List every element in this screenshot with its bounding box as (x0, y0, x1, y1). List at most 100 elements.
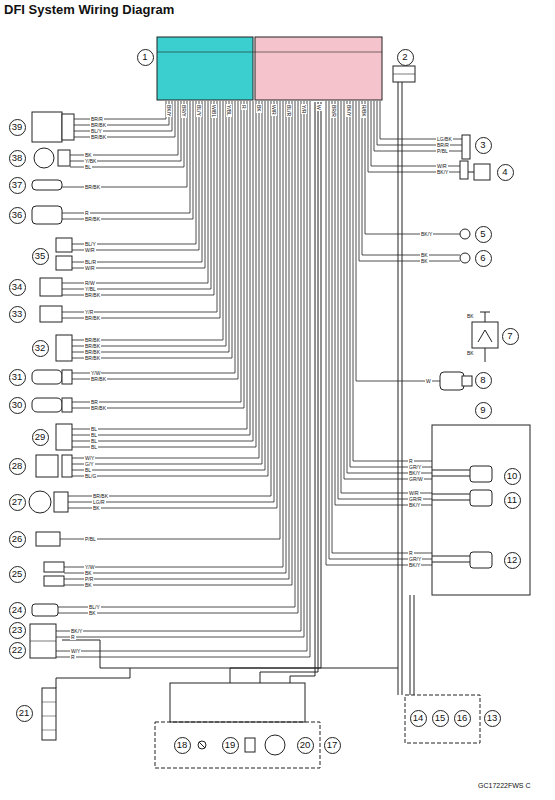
connector-pin (42, 716, 56, 717)
coil-35b (56, 256, 72, 270)
wire-color-code: W/R (84, 265, 96, 271)
wire (74, 101, 175, 137)
wire (432, 470, 470, 471)
wire (432, 556, 470, 557)
indicator-19 (245, 738, 255, 752)
pin-label: W (316, 104, 322, 111)
switch-22-23 (30, 624, 56, 658)
wire (62, 640, 398, 668)
callout-number: 3 (475, 137, 492, 154)
gauge-20 (265, 735, 285, 755)
callout-number: 33 (9, 306, 26, 323)
wire-color-code: BK (420, 258, 429, 264)
callout-number: 30 (9, 397, 26, 414)
wire (347, 101, 432, 473)
coil-35a (56, 238, 72, 252)
wire (72, 101, 244, 408)
wire (326, 101, 432, 565)
wire (72, 101, 247, 429)
wire (485, 312, 486, 322)
sensor-8-plug (462, 376, 472, 386)
callout-number: 11 (504, 492, 521, 509)
callout-number: 21 (16, 705, 33, 722)
callout-number: 17 (324, 737, 341, 754)
wire (432, 494, 470, 495)
ground-symbol (480, 312, 490, 313)
ecu-connector-b (255, 37, 382, 100)
connector-3 (462, 135, 470, 159)
wire-color-code: BK/Y (436, 169, 449, 175)
wire (72, 101, 196, 244)
wire (58, 101, 295, 607)
wire (56, 101, 310, 657)
wire (56, 668, 130, 688)
wire (64, 101, 292, 585)
connector-32 (56, 335, 72, 361)
wire (70, 101, 178, 155)
wire (72, 101, 205, 268)
wire (380, 101, 462, 139)
injector-12 (470, 552, 492, 568)
wire (72, 101, 256, 447)
wire (414, 595, 415, 695)
wire (362, 101, 460, 255)
wire (58, 101, 298, 613)
sensor-28 (36, 455, 58, 477)
wire (68, 101, 271, 496)
coil-25b (44, 576, 64, 586)
connector-pin (42, 702, 56, 703)
sensor-31 (32, 370, 62, 384)
connector-39 (62, 114, 74, 140)
wire (70, 101, 181, 161)
wire-color-code: BR/BK (84, 355, 101, 361)
wire (329, 101, 432, 559)
wire (70, 101, 184, 167)
diagram-title: DFI System Wiring Diagram (4, 2, 174, 17)
wire (64, 101, 283, 567)
wire-color-code: W (425, 378, 432, 384)
callout-number: 32 (32, 340, 49, 357)
wire (62, 101, 211, 289)
wire (62, 101, 190, 213)
callout-number: 34 (9, 279, 26, 296)
wire (64, 101, 286, 573)
pin-label: BL/R (286, 104, 292, 117)
connector-21 (42, 688, 56, 740)
wire-color-code: BK/Y (408, 502, 421, 508)
wire (72, 101, 232, 358)
wire (368, 101, 460, 172)
sensor-38 (34, 148, 54, 168)
wire (353, 101, 432, 461)
lamp-filament (199, 742, 205, 748)
callout-number: 35 (32, 248, 49, 265)
callout-number: 38 (9, 150, 26, 167)
callout-number: 15 (432, 710, 449, 727)
callout-number: 14 (410, 710, 427, 727)
coil-25a (44, 562, 64, 572)
sensor-5 (460, 229, 470, 239)
indicator-lamp (198, 741, 206, 749)
callout-number: 37 (9, 177, 26, 194)
wire (374, 101, 462, 151)
callout-number: 1 (137, 49, 154, 66)
wire (432, 562, 470, 563)
connector-27 (54, 492, 68, 512)
pin-label: W/R (271, 104, 277, 116)
callout-number: 24 (9, 602, 26, 619)
connector-30 (62, 398, 72, 412)
wire (344, 101, 432, 479)
callout-number: 31 (9, 369, 26, 386)
wire-color-code: BK/Y (420, 231, 433, 237)
pin-label: R/BK (361, 104, 367, 118)
wire (62, 101, 193, 219)
wire (72, 101, 229, 352)
wire (365, 101, 460, 234)
wire (377, 101, 462, 145)
wire-color-code: BL (84, 164, 92, 170)
wire (402, 82, 403, 695)
unit-9 (432, 425, 530, 595)
wire (56, 101, 301, 631)
wire (72, 101, 202, 262)
wire (432, 476, 470, 477)
pin-label: BK (256, 104, 262, 113)
